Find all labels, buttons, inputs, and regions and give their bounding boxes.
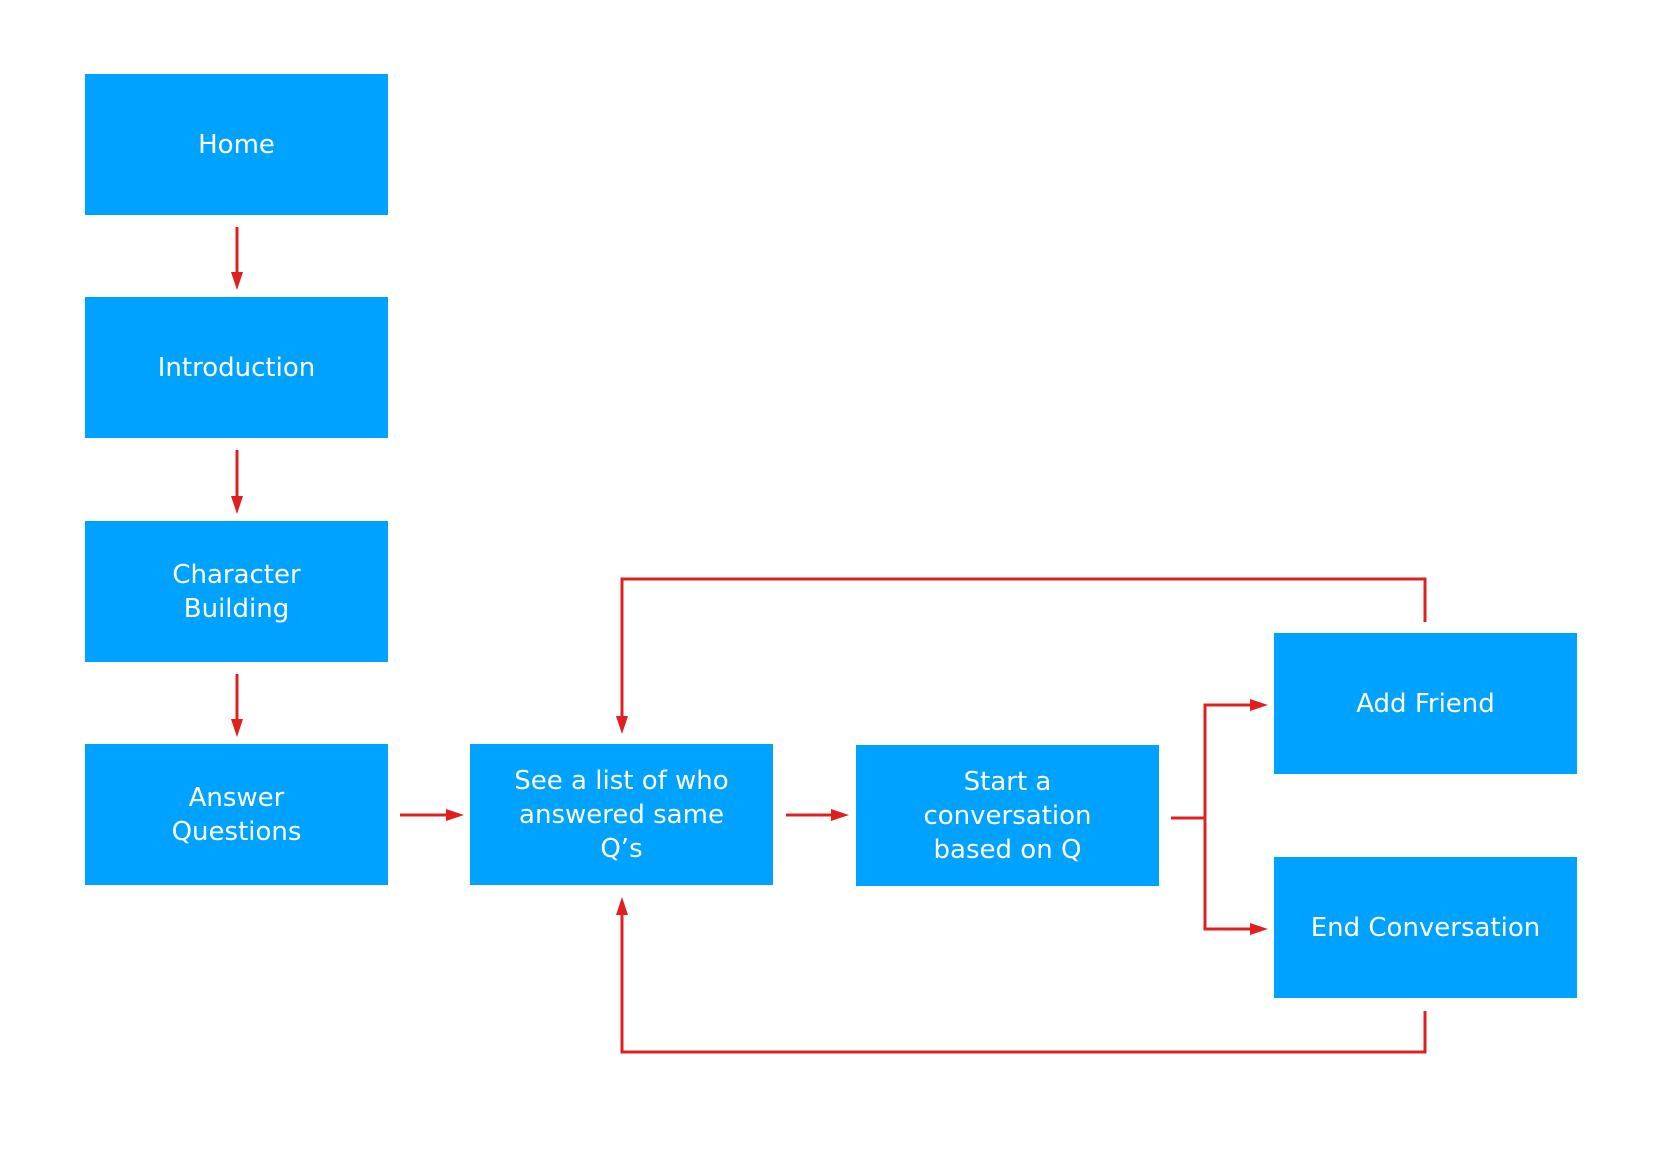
edge-end-to-list — [620, 913, 1427, 1054]
edge-start-to-end — [1203, 818, 1252, 931]
node-end-conversation: End Conversation — [1274, 857, 1577, 998]
arrowhead-add-to-list — [616, 716, 628, 734]
arrowhead-start-to-end — [1250, 923, 1268, 935]
arrowhead-character-to-answer — [231, 719, 243, 737]
node-add-friend: Add Friend — [1274, 633, 1577, 774]
arrowhead-introduction-to-character — [231, 496, 243, 514]
edge-start-to-add — [1203, 703, 1252, 818]
node-see-list: See a list of who answered same Q’s — [470, 744, 773, 885]
arrowhead-end-to-list — [616, 897, 628, 915]
node-answer-questions: Answer Questions — [85, 744, 388, 885]
arrowhead-answer-to-list — [446, 809, 464, 821]
arrowhead-start-to-add — [1250, 699, 1268, 711]
edge-add-to-list — [620, 577, 1427, 718]
node-introduction: Introduction — [85, 297, 388, 438]
arrowhead-list-to-start — [831, 809, 849, 821]
arrowhead-home-to-introduction — [231, 272, 243, 290]
node-start-conversation: Start a conversation based on Q — [856, 745, 1159, 886]
node-character-building: Character Building — [85, 521, 388, 662]
node-home: Home — [85, 74, 388, 215]
